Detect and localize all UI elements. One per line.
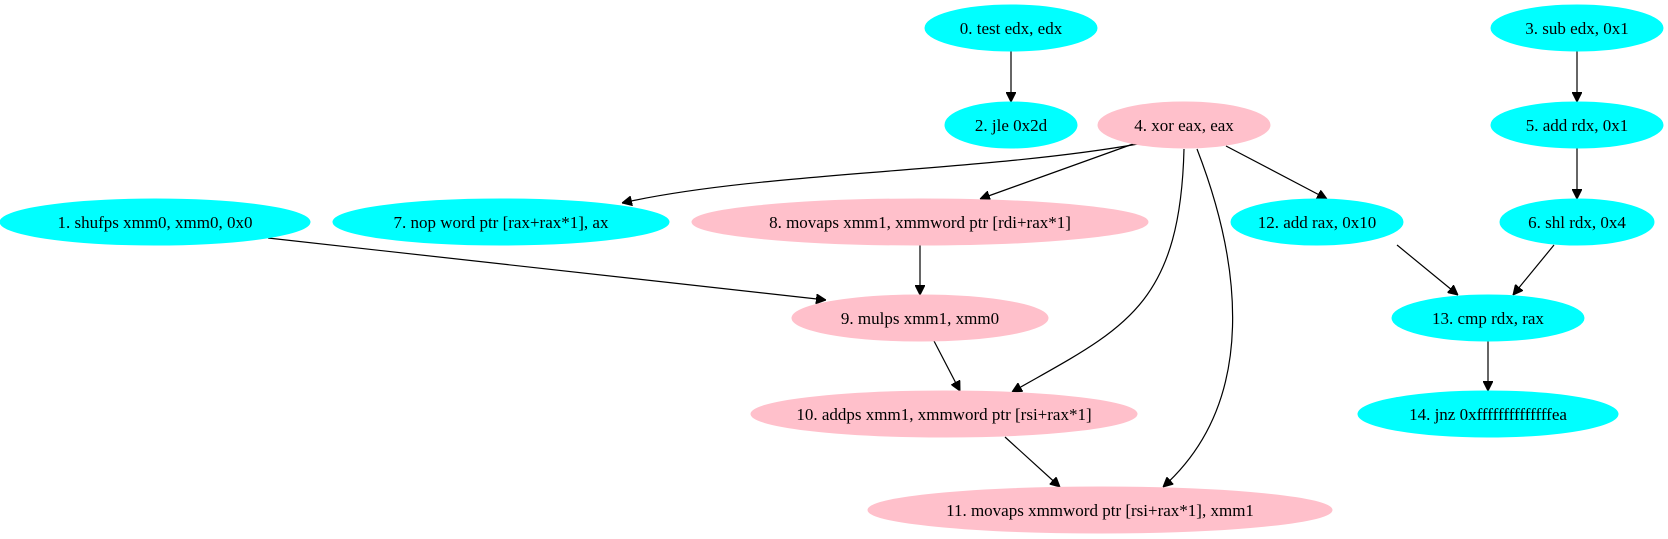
node-ellipse bbox=[1230, 198, 1404, 246]
graph-node: 4. xor eax, eax bbox=[1097, 101, 1271, 149]
graph-node: 0. test edx, edx bbox=[924, 4, 1098, 52]
node-ellipse bbox=[691, 198, 1149, 246]
edge-n6-n13 bbox=[1513, 244, 1555, 295]
graph-node: 8. movaps xmm1, xmmword ptr [rdi+rax*1] bbox=[691, 198, 1149, 246]
node-ellipse bbox=[944, 101, 1078, 149]
edge-n4-n8 bbox=[980, 143, 1134, 199]
edge-n12-n13 bbox=[1396, 244, 1458, 295]
node-ellipse bbox=[1490, 101, 1664, 149]
graph-node: 3. sub edx, 0x1 bbox=[1490, 4, 1664, 52]
node-label: 8. movaps xmm1, xmmword ptr [rdi+rax*1] bbox=[769, 213, 1071, 232]
node-ellipse bbox=[1097, 101, 1271, 149]
node-label: 1. shufps xmm0, xmm0, 0x0 bbox=[57, 213, 252, 232]
node-ellipse bbox=[1490, 4, 1664, 52]
node-ellipse bbox=[867, 486, 1333, 534]
node-ellipse bbox=[1357, 390, 1619, 438]
node-ellipse bbox=[791, 294, 1049, 342]
node-label: 7. nop word ptr [rax+rax*1], ax bbox=[394, 213, 609, 232]
node-ellipse bbox=[1499, 198, 1655, 246]
edge-n4-n7 bbox=[622, 143, 1139, 203]
graph-node: 7. nop word ptr [rax+rax*1], ax bbox=[332, 198, 670, 246]
node-ellipse bbox=[332, 198, 670, 246]
nodes-layer: 0. test edx, edx 1. shufps xmm0, xmm0, 0x… bbox=[0, 4, 1664, 534]
graph-node: 13. cmp rdx, rax bbox=[1391, 294, 1585, 342]
node-label: 6. shl rdx, 0x4 bbox=[1528, 213, 1626, 232]
node-label: 10. addps xmm1, xmmword ptr [rsi+rax*1] bbox=[796, 405, 1091, 424]
graph-node: 14. jnz 0xffffffffffffffea bbox=[1357, 390, 1619, 438]
node-label: 12. add rax, 0x10 bbox=[1258, 213, 1377, 232]
node-label: 5. add rdx, 0x1 bbox=[1526, 116, 1628, 135]
node-ellipse bbox=[1391, 294, 1585, 342]
graph-node: 1. shufps xmm0, xmm0, 0x0 bbox=[0, 198, 311, 246]
graph-node: 2. jle 0x2d bbox=[944, 101, 1078, 149]
node-ellipse bbox=[924, 4, 1098, 52]
node-label: 11. movaps xmmword ptr [rsi+rax*1], xmm1 bbox=[946, 501, 1254, 520]
graph-node: 9. mulps xmm1, xmm0 bbox=[791, 294, 1049, 342]
edge-n9-n10 bbox=[933, 340, 961, 391]
edge-n10-n11 bbox=[1004, 436, 1060, 487]
graph-node: 12. add rax, 0x10 bbox=[1230, 198, 1404, 246]
node-label: 3. sub edx, 0x1 bbox=[1525, 19, 1628, 38]
node-label: 13. cmp rdx, rax bbox=[1432, 309, 1544, 328]
node-label: 2. jle 0x2d bbox=[975, 116, 1048, 135]
node-label: 9. mulps xmm1, xmm0 bbox=[841, 309, 999, 328]
graph-node: 6. shl rdx, 0x4 bbox=[1499, 198, 1655, 246]
edge-n4-n10 bbox=[1012, 148, 1185, 392]
edge-n1-n9 bbox=[267, 237, 826, 300]
node-label: 14. jnz 0xffffffffffffffea bbox=[1409, 405, 1567, 424]
node-ellipse bbox=[0, 198, 311, 246]
edge-n4-n11 bbox=[1163, 148, 1234, 487]
edges-layer bbox=[267, 51, 1577, 487]
graph-node: 11. movaps xmmword ptr [rsi+rax*1], xmm1 bbox=[867, 486, 1333, 534]
graph-node: 10. addps xmm1, xmmword ptr [rsi+rax*1] bbox=[750, 390, 1138, 438]
node-ellipse bbox=[750, 390, 1138, 438]
node-label: 0. test edx, edx bbox=[960, 19, 1063, 38]
edge-n4-n12 bbox=[1225, 145, 1327, 200]
node-label: 4. xor eax, eax bbox=[1134, 116, 1234, 135]
graph-node: 5. add rdx, 0x1 bbox=[1490, 101, 1664, 149]
